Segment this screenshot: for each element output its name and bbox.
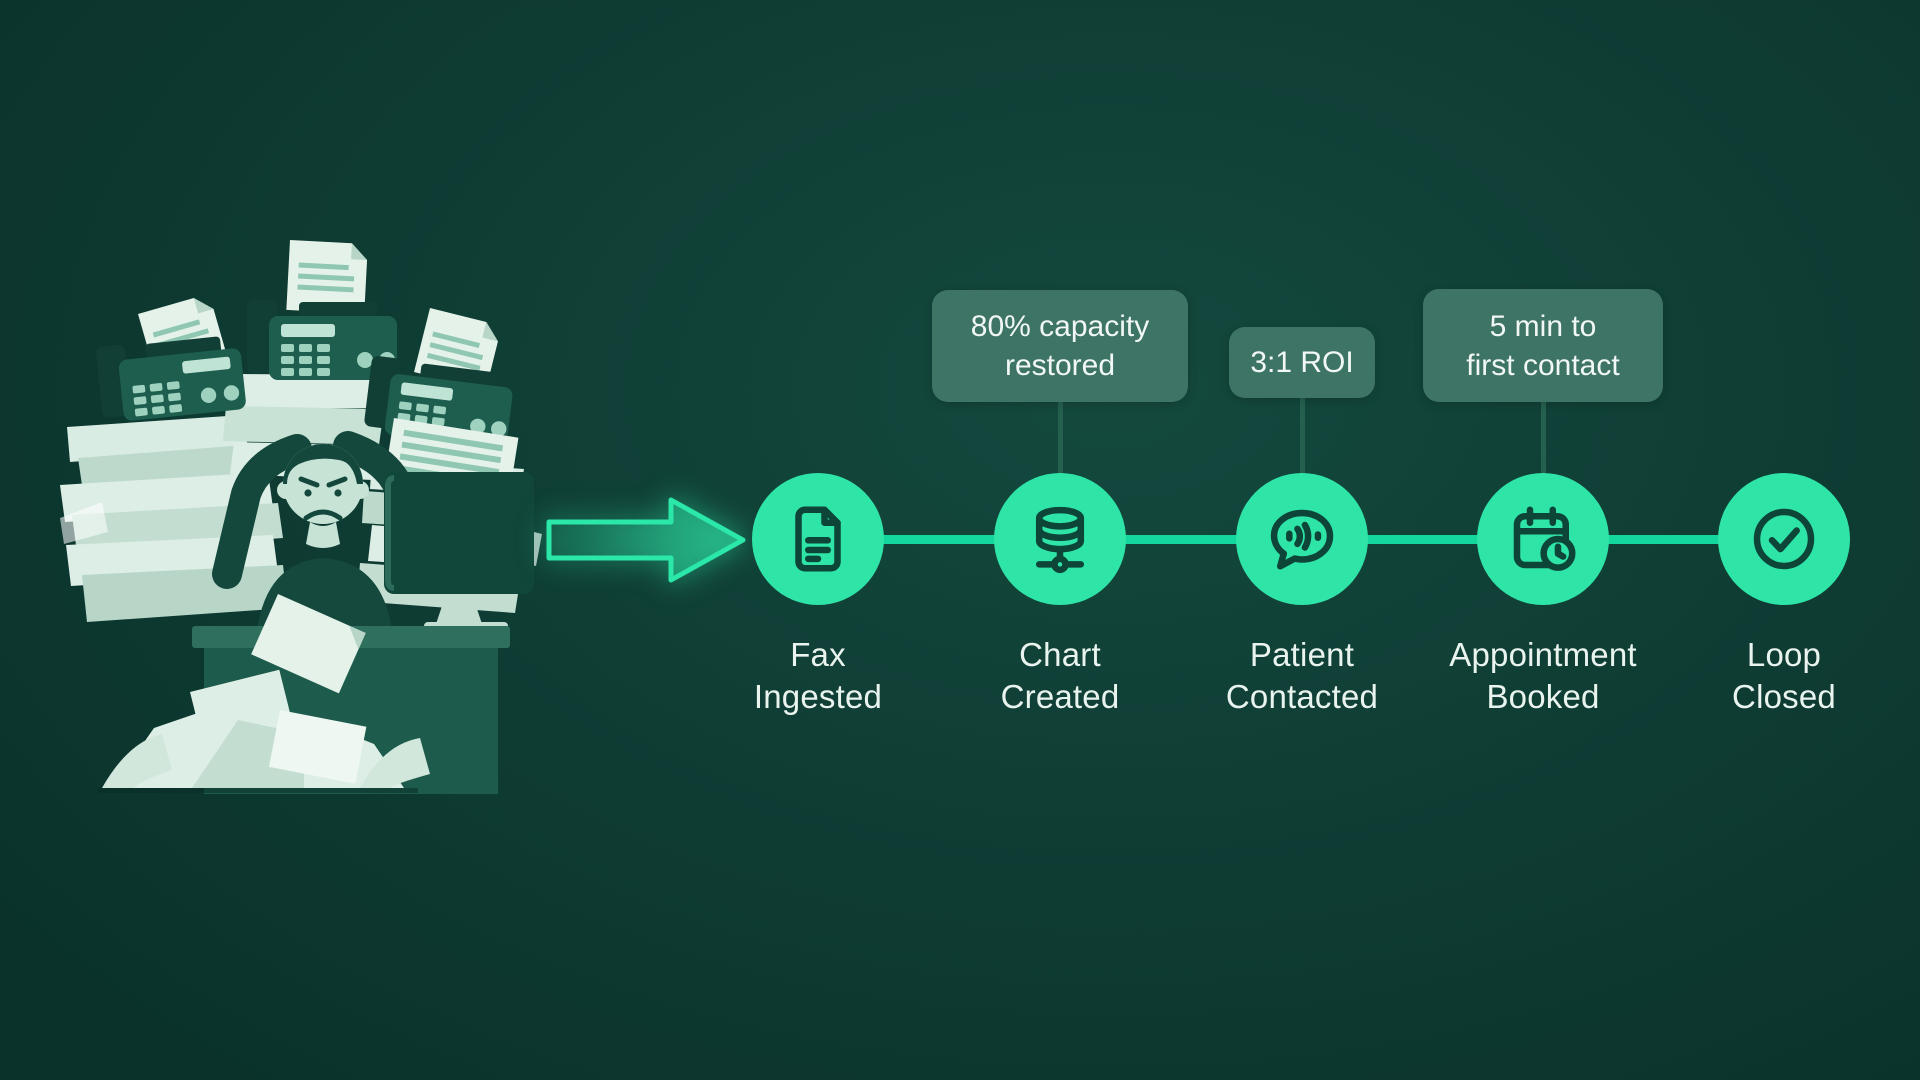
callout-stem-patient-contacted bbox=[1300, 395, 1305, 478]
callout-first-contact: 5 min to first contact bbox=[1423, 289, 1663, 402]
fax-document-icon bbox=[795, 506, 841, 572]
callout-line: restored bbox=[1004, 349, 1116, 382]
check-circle-icon bbox=[1753, 508, 1815, 570]
step-label-loop-closed: Loop Closed bbox=[1732, 636, 1836, 715]
database-icon bbox=[1035, 506, 1085, 574]
callout-stem-appointment-booked bbox=[1541, 398, 1546, 478]
callout-capacity-restored: 80% capacity restored bbox=[932, 290, 1188, 402]
fax-machine-left bbox=[96, 298, 246, 421]
step-label-chart-created: Chart Created bbox=[1000, 636, 1120, 715]
fax-machine-middle bbox=[247, 240, 397, 380]
callout-stem-chart-created bbox=[1058, 398, 1063, 478]
step-circle-chart-created bbox=[994, 473, 1126, 605]
step-label-appointment-booked: Appointment Booked bbox=[1449, 636, 1637, 715]
step-circle-patient-contacted bbox=[1236, 473, 1368, 605]
step-circle-appointment-booked bbox=[1477, 473, 1609, 605]
flow-arrow-icon bbox=[546, 497, 746, 583]
step-circle-loop-closed bbox=[1718, 473, 1850, 605]
callout-line: 3:1 ROI bbox=[1250, 346, 1354, 379]
paper-pile-left bbox=[60, 415, 288, 622]
callout-line: 5 min to bbox=[1489, 309, 1597, 343]
callout-line: 80% capacity bbox=[970, 310, 1150, 343]
step-label-patient-contacted: Patient Contacted bbox=[1225, 636, 1379, 715]
voice-chat-icon bbox=[1270, 509, 1334, 570]
step-label-fax-ingested: Fax Ingested bbox=[753, 636, 883, 715]
overwhelmed-staff-illustration bbox=[60, 240, 542, 794]
step-circle-fax-ingested bbox=[752, 473, 884, 605]
callout-line: first contact bbox=[1466, 348, 1620, 382]
callout-roi: 3:1 ROI bbox=[1229, 327, 1375, 398]
calendar-clock-icon bbox=[1513, 506, 1576, 571]
scattered-papers bbox=[98, 594, 430, 793]
